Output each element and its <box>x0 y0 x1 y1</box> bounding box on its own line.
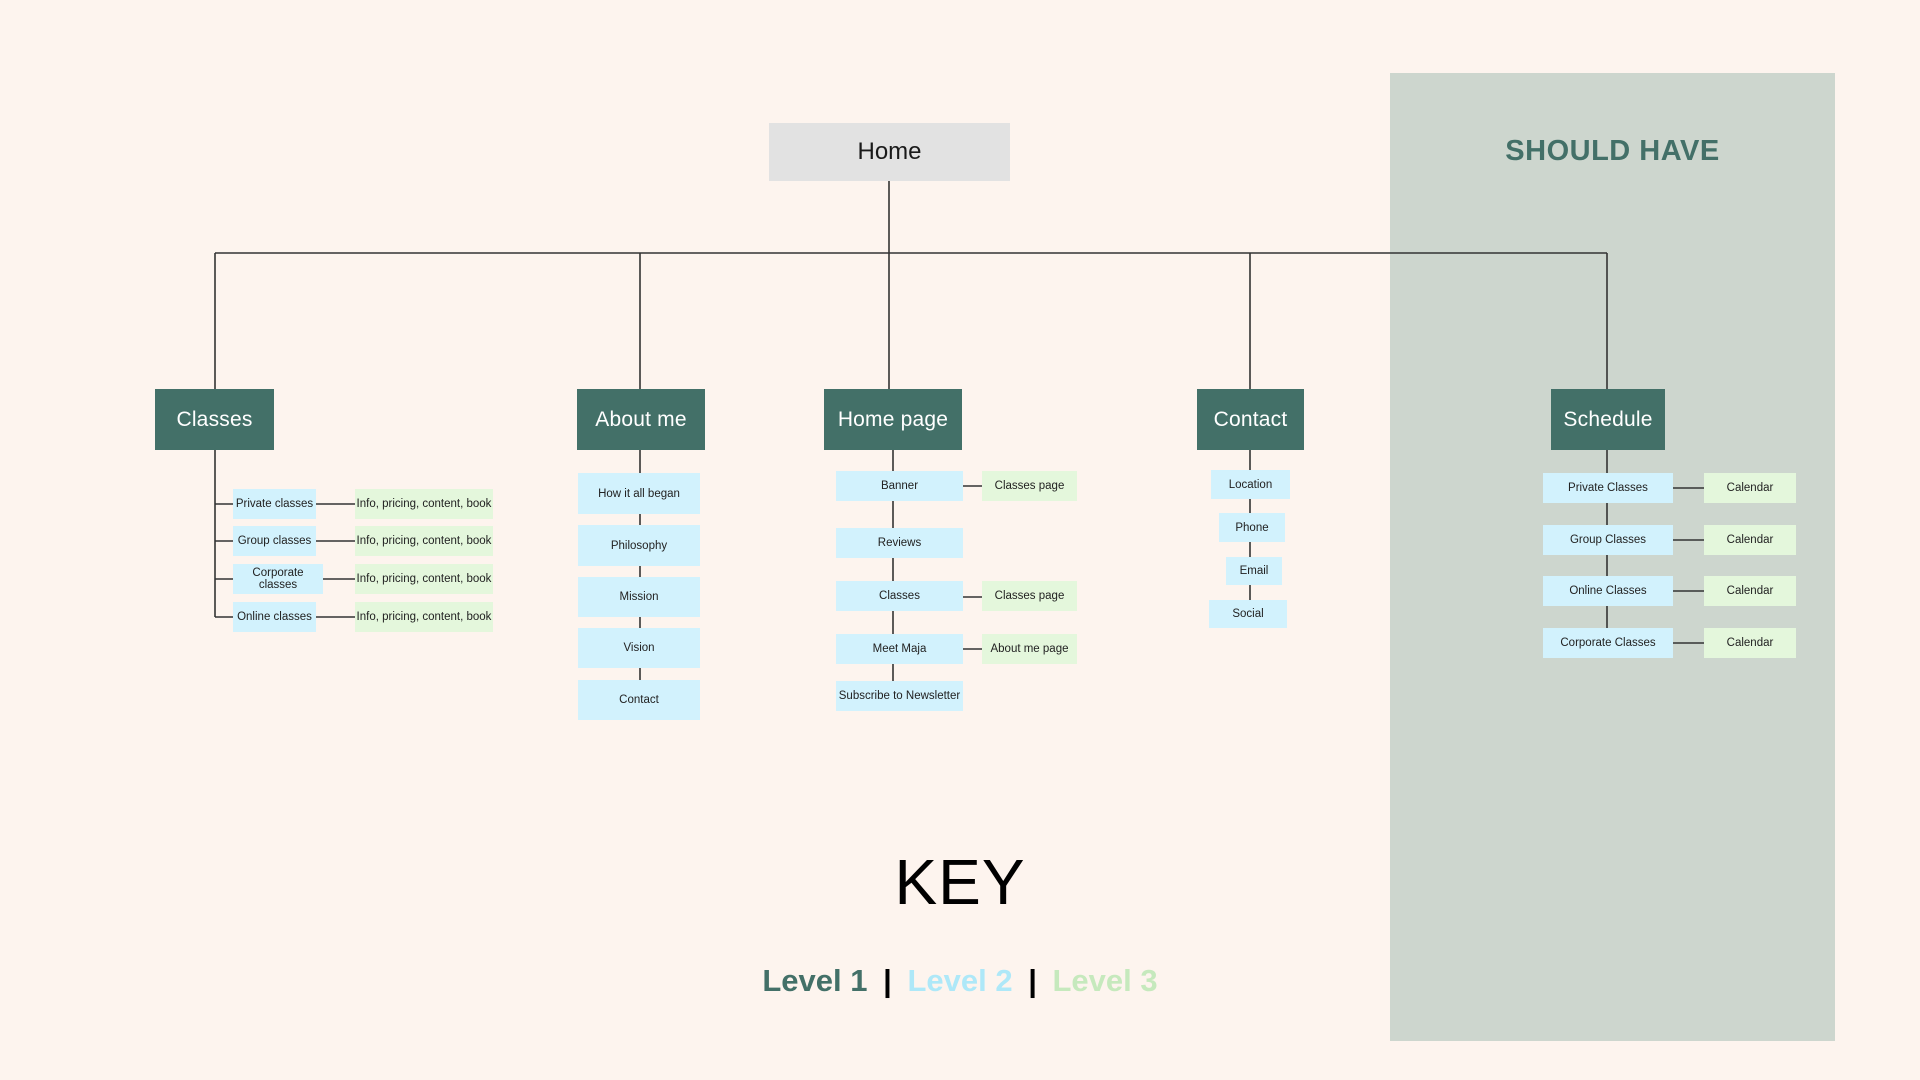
node-about-philosophy[interactable]: Philosophy <box>578 525 700 566</box>
node-schedule-online-detail[interactable]: Calendar <box>1704 576 1796 606</box>
node-schedule-private[interactable]: Private Classes <box>1543 473 1673 503</box>
node-about-contact[interactable]: Contact <box>578 680 700 720</box>
node-homepage-classes-detail[interactable]: Classes page <box>982 581 1077 611</box>
node-schedule-private-detail[interactable]: Calendar <box>1704 473 1796 503</box>
node-about-vision[interactable]: Vision <box>578 628 700 668</box>
node-about-me[interactable]: About me <box>577 389 705 450</box>
key-level-3: Level 3 <box>1052 963 1158 998</box>
node-homepage-meet-maja[interactable]: Meet Maja <box>836 634 963 664</box>
node-homepage-reviews[interactable]: Reviews <box>836 528 963 558</box>
node-schedule-group-detail[interactable]: Calendar <box>1704 525 1796 555</box>
node-homepage-banner[interactable]: Banner <box>836 471 963 501</box>
node-homepage-classes[interactable]: Classes <box>836 581 963 611</box>
should-have-title: SHOULD HAVE <box>1505 135 1720 167</box>
node-schedule-group[interactable]: Group Classes <box>1543 525 1673 555</box>
key-level-1: Level 1 <box>762 963 868 998</box>
key-legend: Level 1 | Level 2 | Level 3 <box>0 963 1920 999</box>
node-classes-group-detail[interactable]: Info, pricing, content, book <box>355 526 493 556</box>
node-schedule[interactable]: Schedule <box>1551 389 1665 450</box>
node-home-page[interactable]: Home page <box>824 389 962 450</box>
key-separator-2: | <box>1028 963 1037 998</box>
node-contact-social[interactable]: Social <box>1209 600 1287 628</box>
node-classes-online-detail[interactable]: Info, pricing, content, book <box>355 602 493 632</box>
node-classes-online[interactable]: Online classes <box>233 602 316 632</box>
node-classes[interactable]: Classes <box>155 389 274 450</box>
node-about-mission[interactable]: Mission <box>578 577 700 617</box>
node-contact-location[interactable]: Location <box>1211 470 1290 499</box>
node-classes-private[interactable]: Private classes <box>233 489 316 519</box>
key-separator-1: | <box>883 963 892 998</box>
node-contact-email[interactable]: Email <box>1226 557 1282 585</box>
node-homepage-meet-maja-detail[interactable]: About me page <box>982 634 1077 664</box>
node-classes-group[interactable]: Group classes <box>233 526 316 556</box>
key-level-2: Level 2 <box>907 963 1013 998</box>
node-homepage-banner-detail[interactable]: Classes page <box>982 471 1077 501</box>
node-classes-corporate[interactable]: Corporate classes <box>233 564 323 594</box>
node-about-how-it-all-began[interactable]: How it all began <box>578 473 700 514</box>
key-title: KEY <box>894 846 1026 918</box>
node-homepage-subscribe[interactable]: Subscribe to Newsletter <box>836 681 963 711</box>
node-contact-phone[interactable]: Phone <box>1219 513 1285 542</box>
node-contact[interactable]: Contact <box>1197 389 1304 450</box>
node-schedule-corporate-detail[interactable]: Calendar <box>1704 628 1796 658</box>
node-classes-corporate-detail[interactable]: Info, pricing, content, book <box>355 564 493 594</box>
node-schedule-corporate[interactable]: Corporate Classes <box>1543 628 1673 658</box>
node-home-root[interactable]: Home <box>769 123 1010 181</box>
should-have-panel <box>1390 73 1835 1041</box>
node-classes-private-detail[interactable]: Info, pricing, content, book <box>355 489 493 519</box>
node-schedule-online[interactable]: Online Classes <box>1543 576 1673 606</box>
